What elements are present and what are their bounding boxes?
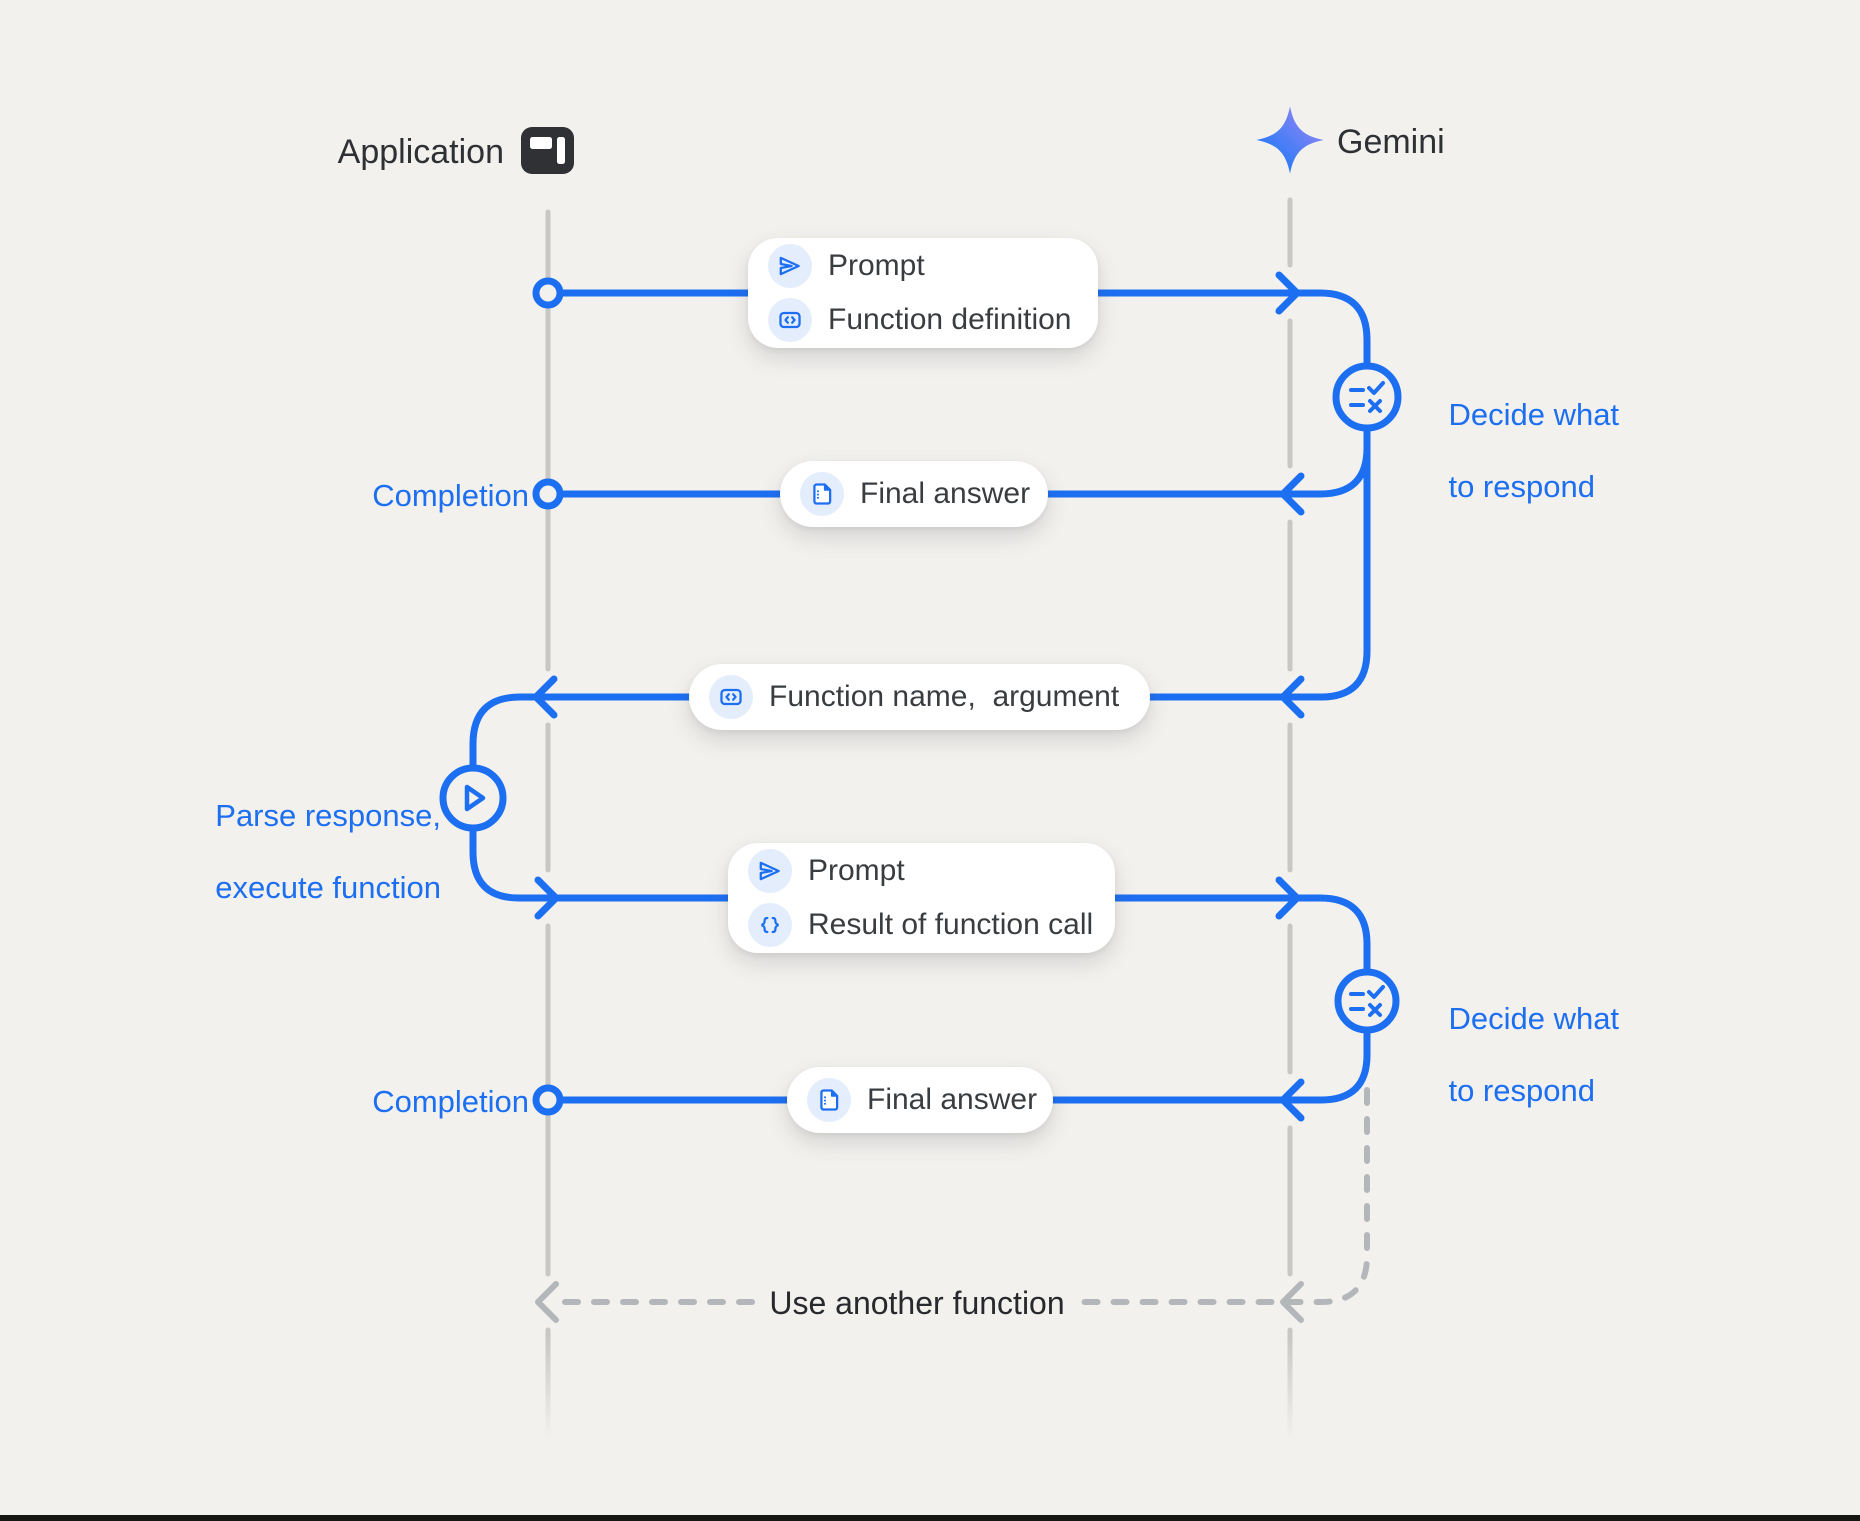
play-icon xyxy=(464,784,486,812)
message-box-function-name-argument: Function name, argument xyxy=(689,664,1150,730)
message-text: Prompt xyxy=(828,249,925,282)
msg3-arrowhead-application xyxy=(532,675,558,719)
completion-ring-2 xyxy=(532,1084,564,1116)
lifelines xyxy=(545,197,1293,1455)
message-box-prompt-result: Prompt Result of function call xyxy=(728,843,1115,953)
send-icon xyxy=(768,244,812,288)
decide-label-line1: Decide what xyxy=(1448,1001,1620,1036)
loop-arrowhead-application xyxy=(535,1281,559,1323)
msg1-arrowhead xyxy=(1275,271,1301,315)
decide-node-2 xyxy=(1334,968,1400,1034)
send-icon xyxy=(748,849,792,893)
decide-label-2: Decide what to respond xyxy=(1414,965,1619,1145)
msg4-arrowhead-gemini xyxy=(1275,876,1301,920)
completion-ring-1 xyxy=(532,478,564,510)
message-text: Prompt xyxy=(808,854,905,887)
message-text: Function definition xyxy=(828,303,1072,336)
msg3-arrowhead-gemini xyxy=(1279,675,1305,719)
application-title: Application xyxy=(337,133,504,171)
message-text: Function name, argument xyxy=(769,680,1120,713)
completion-label-2: Completion xyxy=(372,1084,529,1119)
lifeline-fade xyxy=(0,1335,1860,1465)
message-box-prompt-function-definition: Prompt Function definition xyxy=(748,238,1098,348)
code-icon xyxy=(709,675,753,719)
message-text: Result of function call xyxy=(808,908,1094,941)
parse-label-line1: Parse response, xyxy=(215,798,441,833)
code-icon xyxy=(768,298,812,342)
msg1-start-ring xyxy=(532,277,564,309)
message-box-final-answer-2: Final answer xyxy=(787,1067,1053,1133)
rule-check-icon xyxy=(1349,381,1385,413)
gemini-star-icon xyxy=(1256,106,1324,174)
footer-bar xyxy=(0,1515,1860,1521)
completion-label-1: Completion xyxy=(372,478,529,513)
document-icon xyxy=(807,1078,851,1122)
parse-label-line2: execute function xyxy=(215,870,441,905)
gemini-title: Gemini xyxy=(1337,123,1445,161)
decide-label-line2: to respond xyxy=(1448,1073,1595,1108)
rule-check-icon xyxy=(1349,985,1385,1017)
msg5-arrowhead xyxy=(1279,1078,1305,1122)
decide-label-line2: to respond xyxy=(1448,469,1595,504)
decide-node-1 xyxy=(1332,362,1402,432)
decide-label-1: Decide what to respond xyxy=(1414,361,1619,541)
parse-node xyxy=(439,764,507,832)
message-box-final-answer-1: Final answer xyxy=(780,461,1048,527)
parse-label: Parse response, execute function xyxy=(181,762,441,942)
document-icon xyxy=(800,472,844,516)
msg4-arrowhead-application xyxy=(534,876,560,920)
decide-label-line1: Decide what xyxy=(1448,397,1620,432)
msg2-arrowhead xyxy=(1279,472,1305,516)
message-text: Final answer xyxy=(860,477,1031,510)
use-another-function-label: Use another function xyxy=(769,1285,1065,1321)
app-window-icon xyxy=(521,127,574,174)
endpoint-rings xyxy=(532,277,564,1116)
message-text: Final answer xyxy=(867,1083,1038,1116)
braces-icon xyxy=(748,903,792,947)
loop-arrowhead-gemini xyxy=(1280,1281,1304,1323)
